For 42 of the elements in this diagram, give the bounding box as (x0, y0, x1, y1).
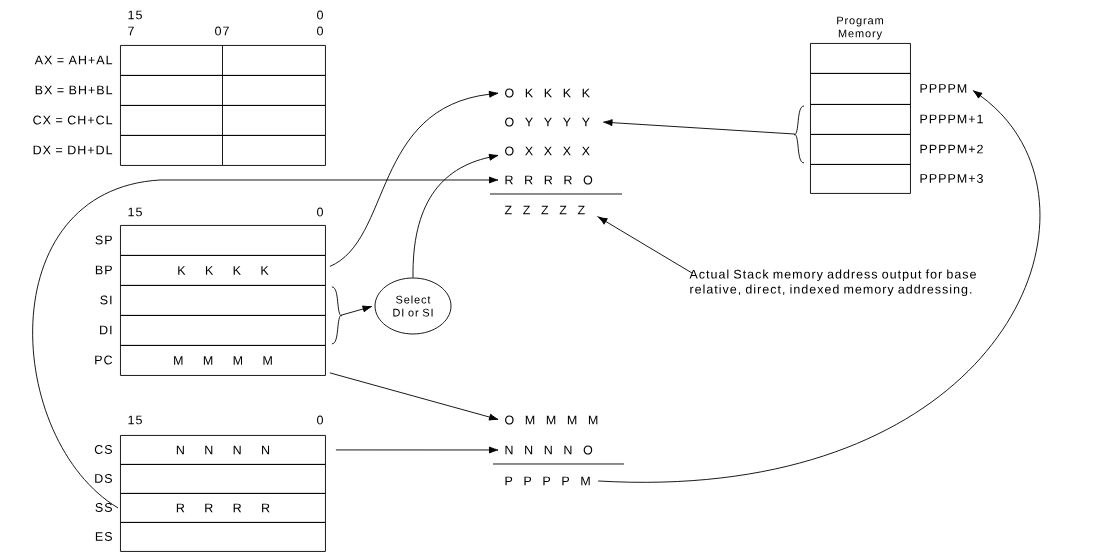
register-row: R R R R (120, 493, 326, 523)
annotation-text: Actual Stack memory address output for base relative, direct, indexed memory addressing. (689, 269, 976, 297)
register-label: BP (95, 265, 112, 275)
address-label: PPPPM+3 (920, 174, 983, 183)
arrow (335, 446, 499, 454)
register-label: PC (95, 355, 113, 365)
arrow (32, 176, 499, 509)
bit-pattern: O Y Y Y Y (505, 117, 590, 127)
register-label: DI (100, 325, 112, 335)
bit-pattern: R R R R O (505, 175, 593, 185)
register-row: N N N N (120, 435, 326, 465)
arrow (412, 153, 499, 278)
register-label: SI (100, 295, 112, 305)
register-label: AX = AH+AL (34, 55, 113, 65)
address-label: PPPPM+2 (920, 144, 983, 154)
address-label: PPPPM+1 (920, 114, 983, 124)
register-label: ES (95, 532, 112, 541)
register-label: CS (94, 445, 112, 454)
arrow (329, 90, 499, 267)
arrow (597, 216, 693, 274)
bit-pattern: P P P P M (505, 476, 590, 486)
bit-pattern: N N N N O (505, 445, 593, 455)
memory-heading: Program Memory (837, 16, 883, 40)
register-label: SS (95, 503, 112, 512)
bit-pattern: O X X X X (505, 146, 590, 156)
address-label: PPPPM (920, 84, 967, 93)
bit-pattern: O M M M M (505, 415, 598, 425)
register-label: CX = CH+CL (33, 115, 113, 125)
arrow (597, 90, 1040, 482)
register-row: K K K K (120, 255, 326, 286)
register-label: DS (95, 474, 112, 483)
brace-arrow (331, 286, 373, 345)
bit-number: 15 (128, 10, 142, 20)
arrow (329, 372, 499, 421)
register-label: SP (95, 235, 112, 245)
bit-pattern: Z Z Z Z Z (504, 205, 585, 215)
register-label: BX = BH+BL (35, 85, 113, 95)
bit-pattern: O K K K K (505, 88, 590, 98)
register-label: DX = DH+DL (33, 145, 113, 155)
register-row: M M M M (120, 345, 326, 376)
bit-number: 0 (317, 10, 323, 20)
brace-arrow (603, 105, 805, 164)
